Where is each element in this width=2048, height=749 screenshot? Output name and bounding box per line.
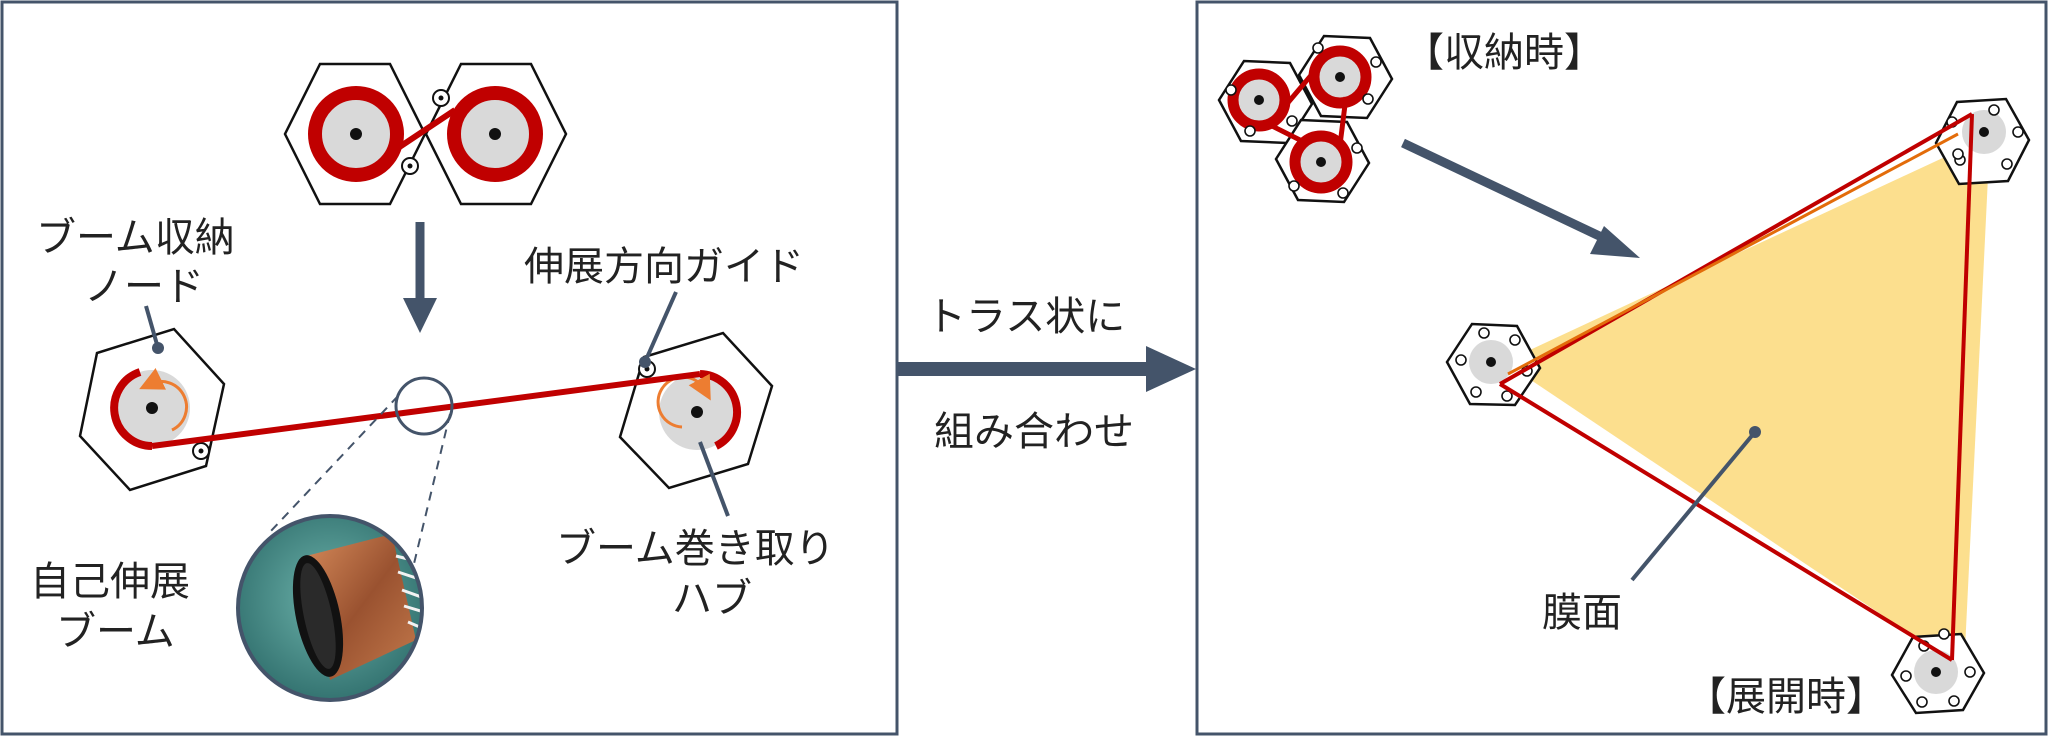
stowed-label: 【収納時】 <box>1404 30 1604 76</box>
deployed-node-left <box>1445 322 1542 407</box>
left-stowage-node <box>78 327 226 492</box>
diagonal-arrow-icon <box>1401 138 1640 258</box>
deployed-node-bottom <box>1890 628 1986 715</box>
stowed-pair <box>283 62 568 206</box>
boom-photo <box>236 514 424 702</box>
stowed-cluster <box>1217 34 1394 204</box>
combine-label-line2: 組み合わせ <box>934 409 1134 455</box>
boom-label-line2: ブーム <box>56 609 175 655</box>
deployed-label: 【展開時】 <box>1686 674 1886 720</box>
guide-label: 伸展方向ガイド <box>524 244 804 290</box>
boom-label-line1: 自己伸展 <box>30 559 190 605</box>
magnifier-circle <box>394 376 454 436</box>
down-arrow-icon <box>403 222 437 333</box>
stowage-node-label-line2: ノード <box>84 264 204 310</box>
truss-booms <box>1498 112 1974 662</box>
hub-label-line2: ハブ <box>672 576 752 622</box>
right-winding-hub-node <box>618 331 774 490</box>
hub-label-line1: ブーム巻き取り <box>556 526 835 572</box>
combine-label-line1: トラス状に <box>926 294 1125 340</box>
stowage-node-label-line1: ブーム収納 <box>36 215 235 261</box>
membrane-area <box>1504 136 1990 670</box>
right-arrow-icon <box>898 346 1196 392</box>
boom-line <box>151 371 701 449</box>
membrane-label: 膜面 <box>1542 590 1622 636</box>
